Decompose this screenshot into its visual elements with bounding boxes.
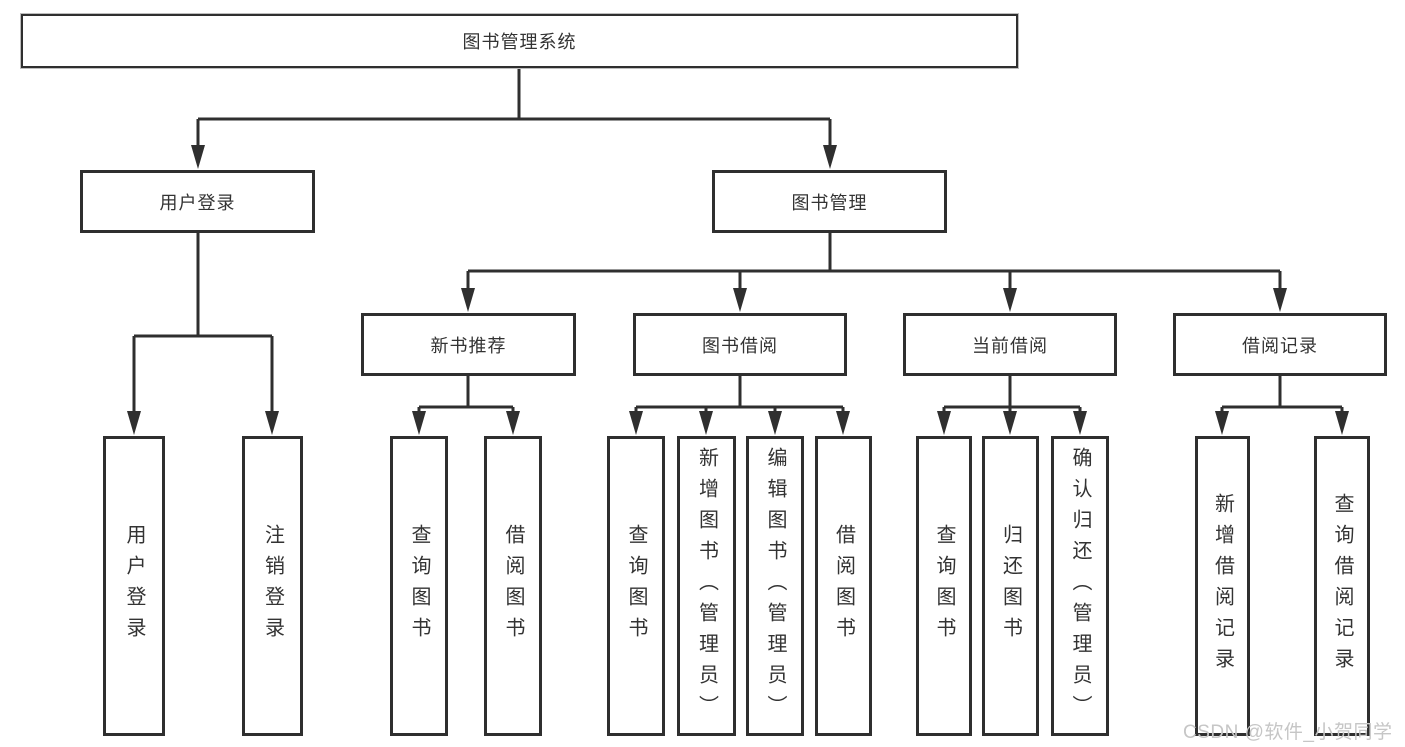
- node-label: 借阅记录: [1242, 335, 1318, 356]
- node-new-book-recommend: 新书推荐: [361, 313, 576, 376]
- leaf-add-books-admin: 新增图书（管理员）: [677, 436, 736, 736]
- node-library-management-system: 图书管理系统: [21, 14, 1018, 68]
- leaf-label: 查询图书: [933, 524, 955, 648]
- node-label: 新书推荐: [430, 335, 507, 356]
- leaf-query-books-borrowing: 查询图书: [607, 436, 665, 736]
- node-book-borrowing: 图书借阅: [633, 313, 847, 376]
- node-book-management: 图书管理: [712, 170, 947, 233]
- leaf-borrow-books-recommend: 借阅图书: [484, 436, 542, 736]
- node-label: 当前借阅: [972, 335, 1048, 356]
- leaf-return-books: 归还图书: [982, 436, 1039, 736]
- leaf-label: 注销登录: [261, 524, 284, 648]
- leaf-label: 查询借阅记录: [1331, 493, 1353, 679]
- leaf-label: 借阅图书: [832, 524, 855, 648]
- leaf-confirm-return-admin: 确认归还（管理员）: [1051, 436, 1109, 736]
- node-current-borrowing: 当前借阅: [903, 313, 1117, 376]
- watermark: CSDN @软件_小贺同学: [1183, 722, 1393, 743]
- node-user-login: 用户登录: [80, 170, 315, 233]
- leaf-add-borrow-record: 新增借阅记录: [1195, 436, 1250, 736]
- leaf-user-login: 用户登录: [103, 436, 165, 736]
- leaf-label: 查询图书: [408, 524, 430, 648]
- leaf-label: 确认归还（管理员）: [1069, 446, 1091, 726]
- leaf-query-books-recommend: 查询图书: [390, 436, 448, 736]
- node-label: 图书借阅: [702, 335, 778, 356]
- leaf-label: 用户登录: [123, 524, 145, 648]
- leaf-label: 编辑图书（管理员）: [764, 446, 786, 726]
- leaf-query-borrow-record: 查询借阅记录: [1314, 436, 1370, 736]
- leaf-edit-books-admin: 编辑图书（管理员）: [746, 436, 804, 736]
- node-label: 用户登录: [159, 192, 236, 213]
- leaf-label: 新增借阅记录: [1211, 493, 1234, 679]
- leaf-label: 新增图书（管理员）: [695, 446, 718, 726]
- leaf-logout: 注销登录: [242, 436, 303, 736]
- leaf-label: 查询图书: [625, 524, 647, 648]
- node-label: 图书管理系统: [462, 32, 577, 52]
- leaf-borrow-books-borrowing: 借阅图书: [815, 436, 872, 736]
- node-label: 图书管理: [791, 192, 868, 213]
- leaf-label: 归还图书: [999, 524, 1022, 648]
- node-borrowing-records: 借阅记录: [1173, 313, 1387, 376]
- leaf-label: 借阅图书: [502, 524, 524, 648]
- leaf-query-books-current: 查询图书: [916, 436, 972, 736]
